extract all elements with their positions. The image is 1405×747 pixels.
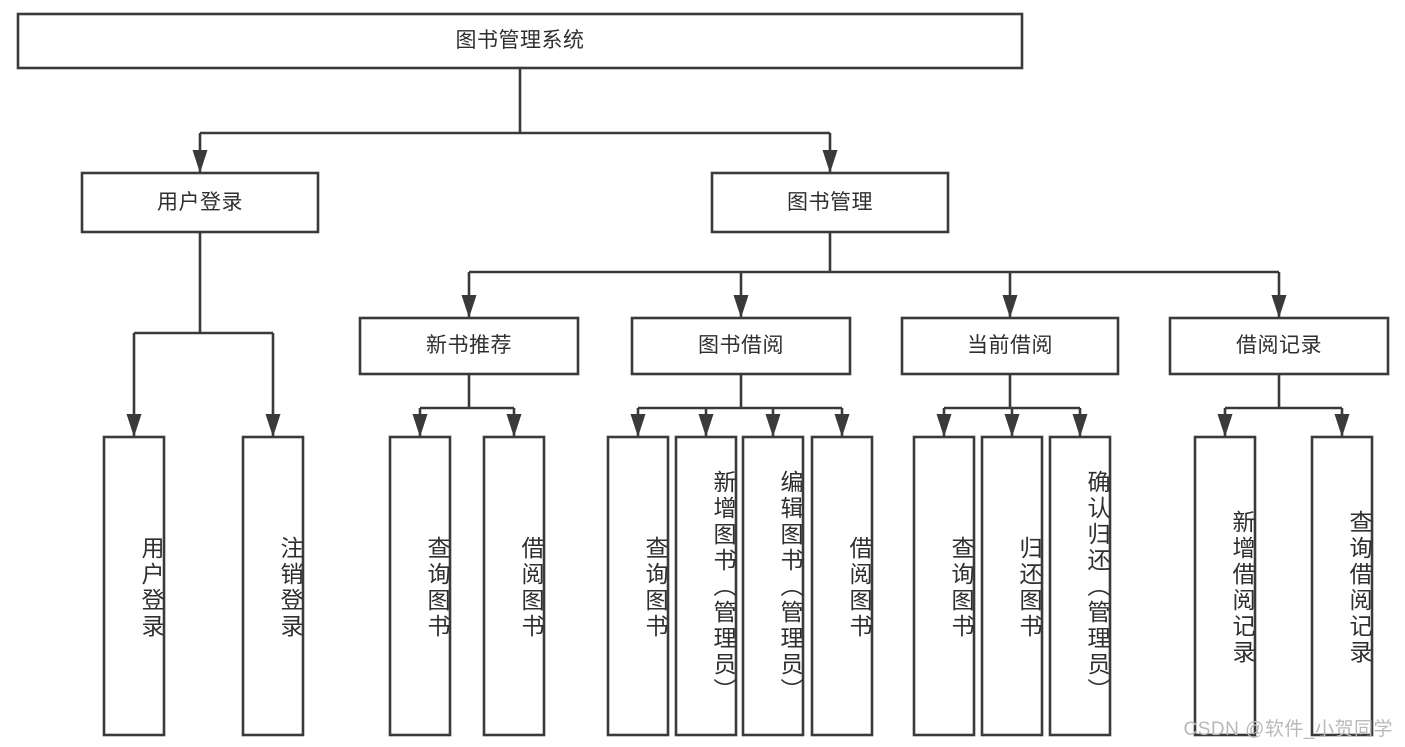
node-box-l2_0[interactable]	[358, 316, 580, 376]
node-box-leaf_12[interactable]	[1310, 435, 1374, 737]
node-box-leaf_6[interactable]	[741, 435, 805, 737]
node-box-leaf_2[interactable]	[388, 435, 452, 737]
arrow-head-icon	[733, 295, 749, 318]
arrow-head-icon	[698, 414, 714, 437]
node-box-leaf_7[interactable]	[810, 435, 874, 737]
node-box-l2_2[interactable]	[900, 316, 1120, 376]
arrow-head-icon	[126, 414, 142, 437]
node-box-l1_0[interactable]	[80, 171, 320, 234]
arrow-head-icon	[265, 414, 281, 437]
arrow-head-icon	[1271, 295, 1287, 318]
arrow-head-icon	[822, 150, 838, 173]
node-box-l2_3[interactable]	[1168, 316, 1390, 376]
arrow-head-icon	[765, 414, 781, 437]
arrow-head-icon	[936, 414, 952, 437]
arrow-head-icon	[834, 414, 850, 437]
arrow-head-icon	[1072, 414, 1088, 437]
node-box-leaf_8[interactable]	[912, 435, 976, 737]
arrow-head-icon	[192, 150, 208, 173]
node-box-leaf_0[interactable]	[102, 435, 166, 737]
node-box-l1_1[interactable]	[710, 171, 950, 234]
arrow-head-icon	[1002, 295, 1018, 318]
arrow-head-icon	[461, 295, 477, 318]
arrow-head-icon	[412, 414, 428, 437]
node-box-leaf_5[interactable]	[674, 435, 738, 737]
watermark: CSDN @软件_小贺同学	[1183, 719, 1393, 740]
node-box-root[interactable]	[16, 12, 1024, 70]
arrow-head-icon	[506, 414, 522, 437]
node-box-leaf_9[interactable]	[980, 435, 1044, 737]
arrow-head-icon	[1334, 414, 1350, 437]
node-box-leaf_3[interactable]	[482, 435, 546, 737]
arrow-head-icon	[630, 414, 646, 437]
arrow-head-icon	[1217, 414, 1233, 437]
arrow-head-icon	[1004, 414, 1020, 437]
node-box-leaf_1[interactable]	[241, 435, 305, 737]
box-layer	[16, 12, 1390, 737]
node-box-leaf_10[interactable]	[1048, 435, 1112, 737]
edge-layer	[126, 68, 1350, 437]
node-box-leaf_4[interactable]	[606, 435, 670, 737]
node-box-leaf_11[interactable]	[1193, 435, 1257, 737]
node-box-l2_1[interactable]	[630, 316, 852, 376]
